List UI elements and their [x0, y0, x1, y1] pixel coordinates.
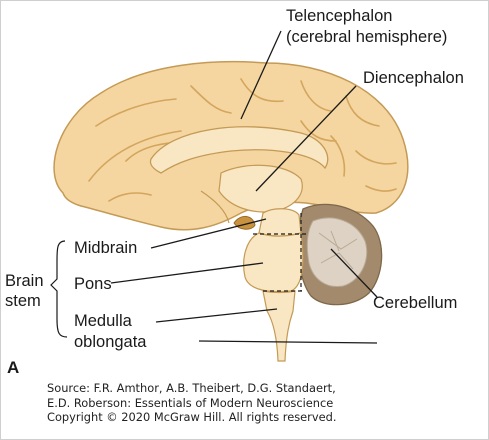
brain-stem-bracket — [50, 240, 68, 338]
corpus-callosum — [149, 126, 329, 174]
midbrain — [258, 208, 302, 237]
medulla-label: Medulla — [74, 312, 133, 330]
midbrain-label: Midbrain — [74, 239, 137, 257]
leader-lines — [110, 30, 378, 344]
source-citation: Source: F.R. Amthor, A.B. Theibert, D.G.… — [47, 381, 467, 425]
cerebellum-label: Cerebellum — [373, 294, 457, 312]
brain-stem-label-line1: Brain — [5, 272, 44, 290]
diencephalon — [218, 164, 303, 213]
cerebellum-folia — [318, 230, 358, 270]
telencephalon-label: Telencephalon — [286, 7, 392, 25]
pons-label: Pons — [74, 275, 112, 293]
panel-letter: A — [7, 358, 19, 377]
medulla-oblongata — [262, 290, 296, 362]
source-line-1: Source: F.R. Amthor, A.B. Theibert, D.G.… — [47, 381, 336, 395]
source-line-2: E.D. Roberson: Essentials of Modern Neur… — [47, 395, 334, 410]
brain-stem-label-line2: stem — [5, 292, 41, 310]
oblongata-label: oblongata — [74, 333, 147, 351]
pons — [243, 232, 304, 293]
source-line-3: Copyright © 2020 McGraw Hill. All rights… — [47, 410, 337, 424]
cerebral-hemisphere-label: (cerebral hemisphere) — [286, 28, 447, 46]
diencephalon-label: Diencephalon — [363, 69, 464, 87]
brainstem-boundaries — [253, 213, 307, 292]
